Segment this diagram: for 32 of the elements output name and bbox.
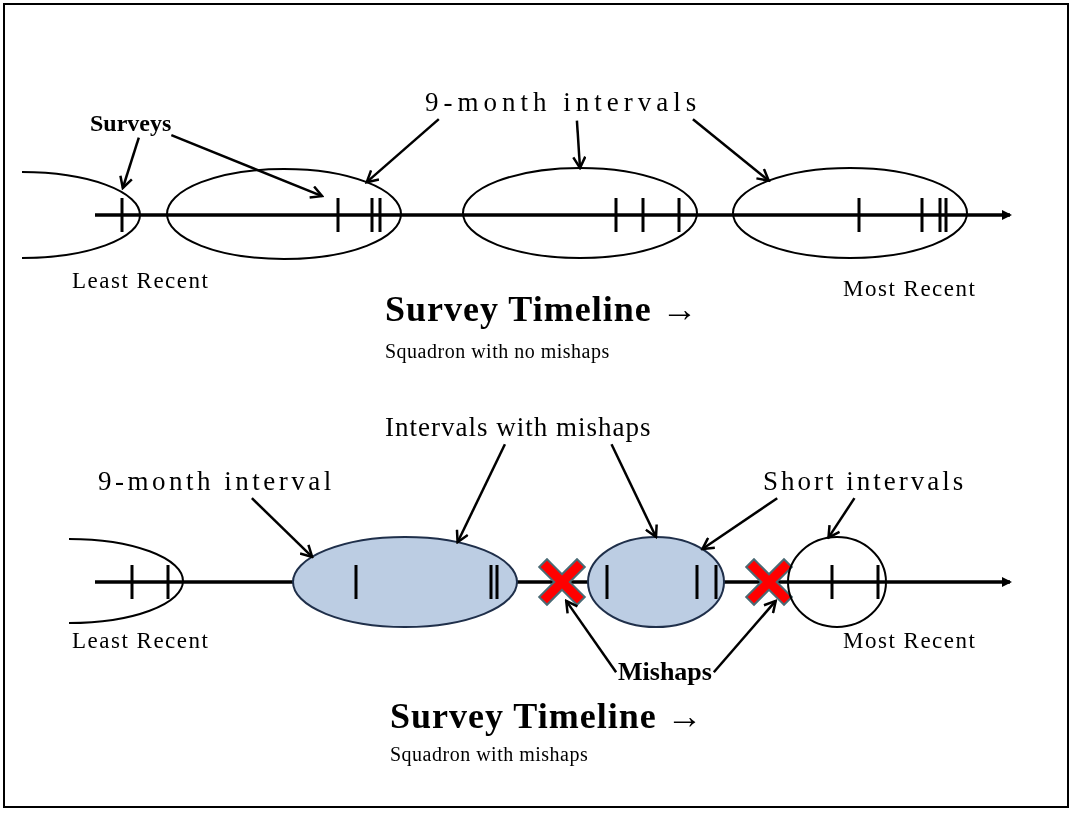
callout-text: Intervals with mishaps [385,413,652,443]
interval-ellipse [291,535,519,629]
interval-ellipse [165,167,403,261]
leader-arrow [365,118,440,184]
timeline-title: Survey Timeline → [390,697,704,737]
axis-end-label: Least Recent [72,268,210,294]
timeline-title: Survey Timeline → [385,290,699,330]
leader-arrow [251,497,314,559]
axis-end-label: Most Recent [843,628,977,654]
callout-text: Surveys [90,110,172,137]
callout-text: 9-month intervals [425,88,702,118]
timeline-subtitle: Squadron with mishaps [390,743,589,765]
callout-text: Mishaps [618,658,712,687]
timeline-subtitle: Squadron with no mishaps [385,340,610,362]
leader-arrow [170,133,324,199]
leader-arrow [692,118,770,182]
leader-arrow [119,137,140,190]
interval-circle [786,535,888,629]
leader-arrow [564,599,618,673]
callout-text: 9-month interval [98,467,335,497]
leader-arrow [572,120,587,170]
interval-ellipse [586,535,726,629]
leader-arrow [712,599,777,674]
leader-arrow [455,443,507,544]
axis-end-label: Least Recent [72,628,210,654]
axis-end-label: Most Recent [843,276,977,302]
leader-arrow [610,443,658,539]
leader-arrow [701,497,778,551]
leader-arrow [827,497,856,539]
callout-text: Short intervals [763,467,967,497]
interval-ellipse [461,166,699,260]
interval-ellipse [731,166,969,260]
